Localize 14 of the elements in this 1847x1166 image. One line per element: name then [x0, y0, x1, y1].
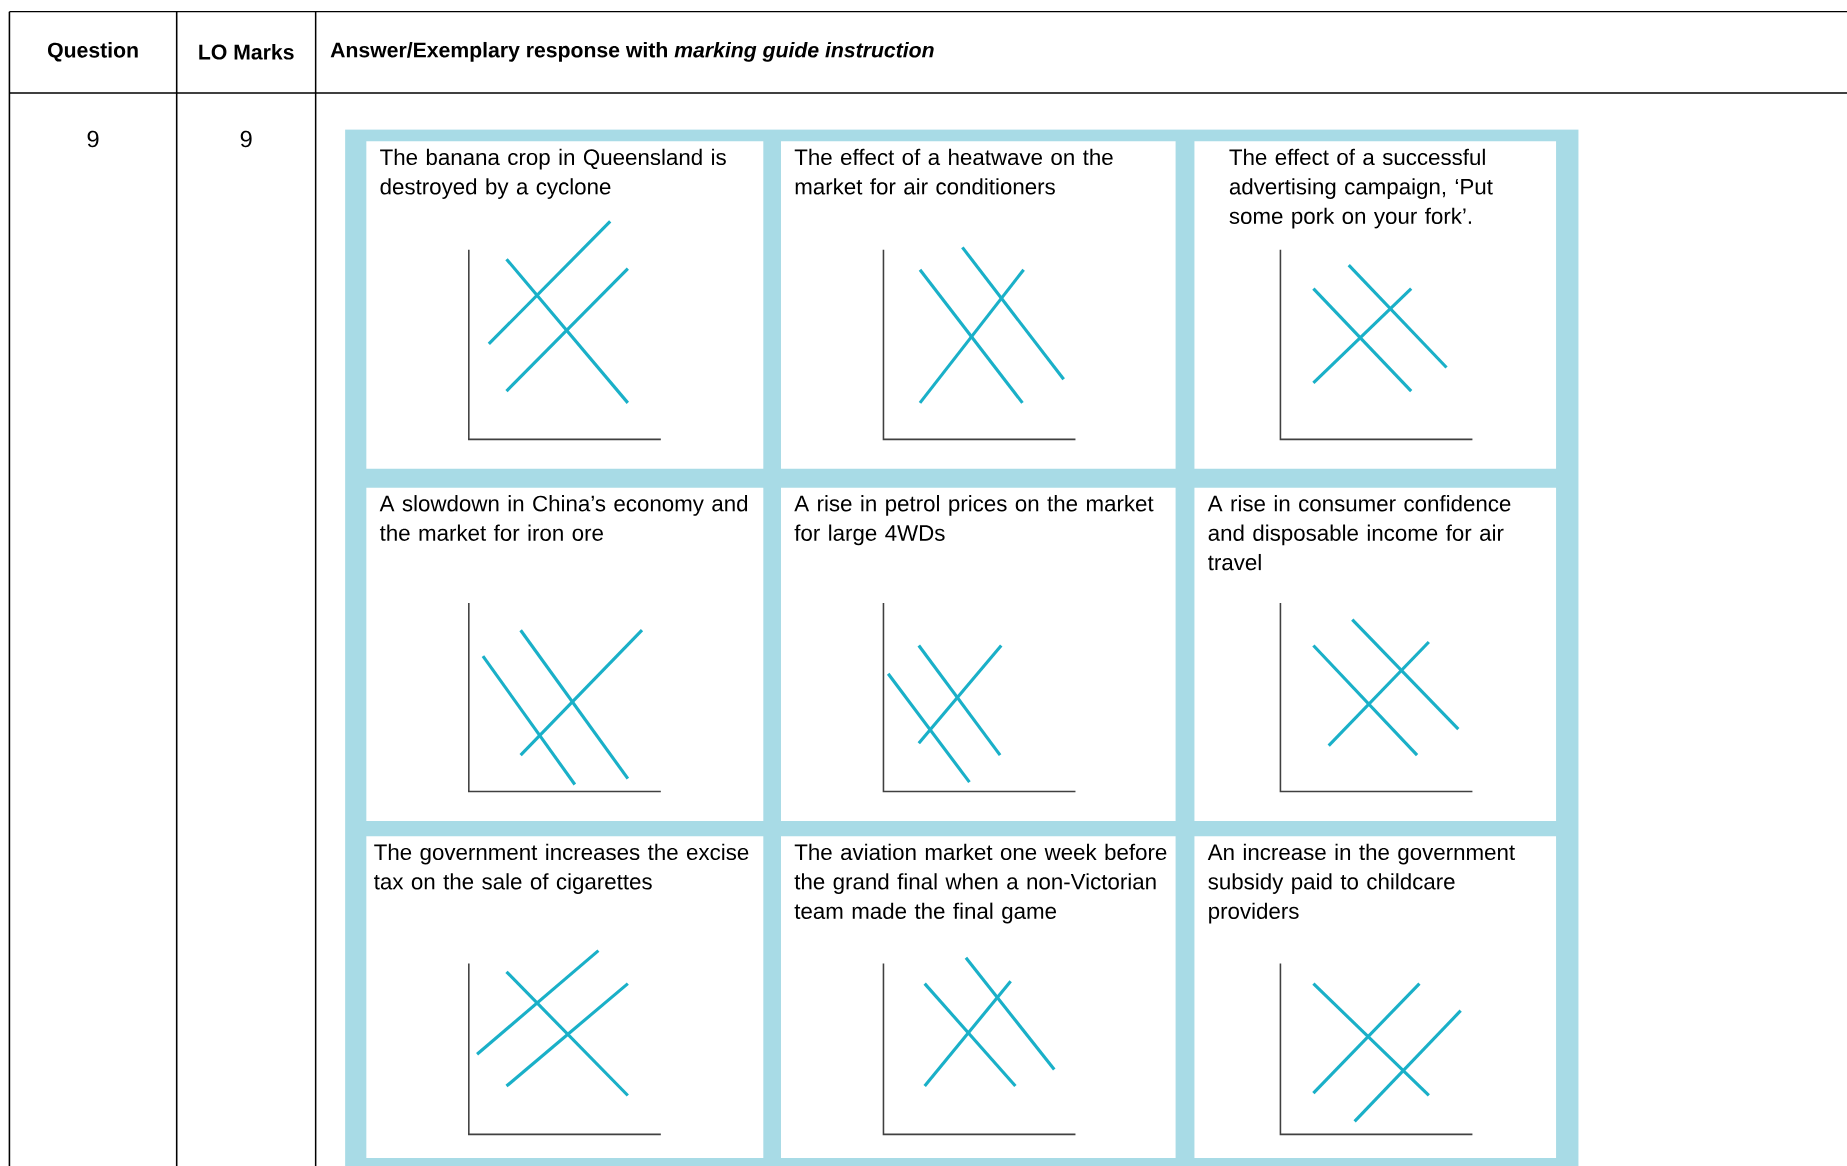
panel: The banana crop in Queensland is destroyed by a cyclone — [366, 141, 764, 469]
panel: The effect of a heatwave on the market for air conditioners — [781, 141, 1176, 469]
panel: A slowdown in China’s economy and the market for iron ore — [366, 487, 764, 821]
panel: An increase in the government subsidy paid to childcare providers — [1194, 836, 1557, 1158]
header-text: Question — [48, 42, 138, 62]
header-text: Answer/Exemplary response with marking guide instruction — [330, 41, 934, 62]
cell-text: 9 — [240, 130, 252, 148]
header-text: LO Marks — [199, 43, 294, 60]
panel: A rise in petrol prices on the market for large 4WDs — [781, 487, 1176, 821]
panel: The government increases the excise tax on the sale of cigarettes — [366, 836, 764, 1158]
panel: The effect of a successful advertising campaign, ‘Put some pork on your fork’. — [1194, 141, 1557, 469]
cell-text: 9 — [87, 130, 99, 148]
panel: A rise in consumer confidence and disposable income for air travel — [1194, 487, 1557, 821]
panel: The aviation market one week before the grand final when a non-Victorian team made the final game — [781, 836, 1176, 1158]
